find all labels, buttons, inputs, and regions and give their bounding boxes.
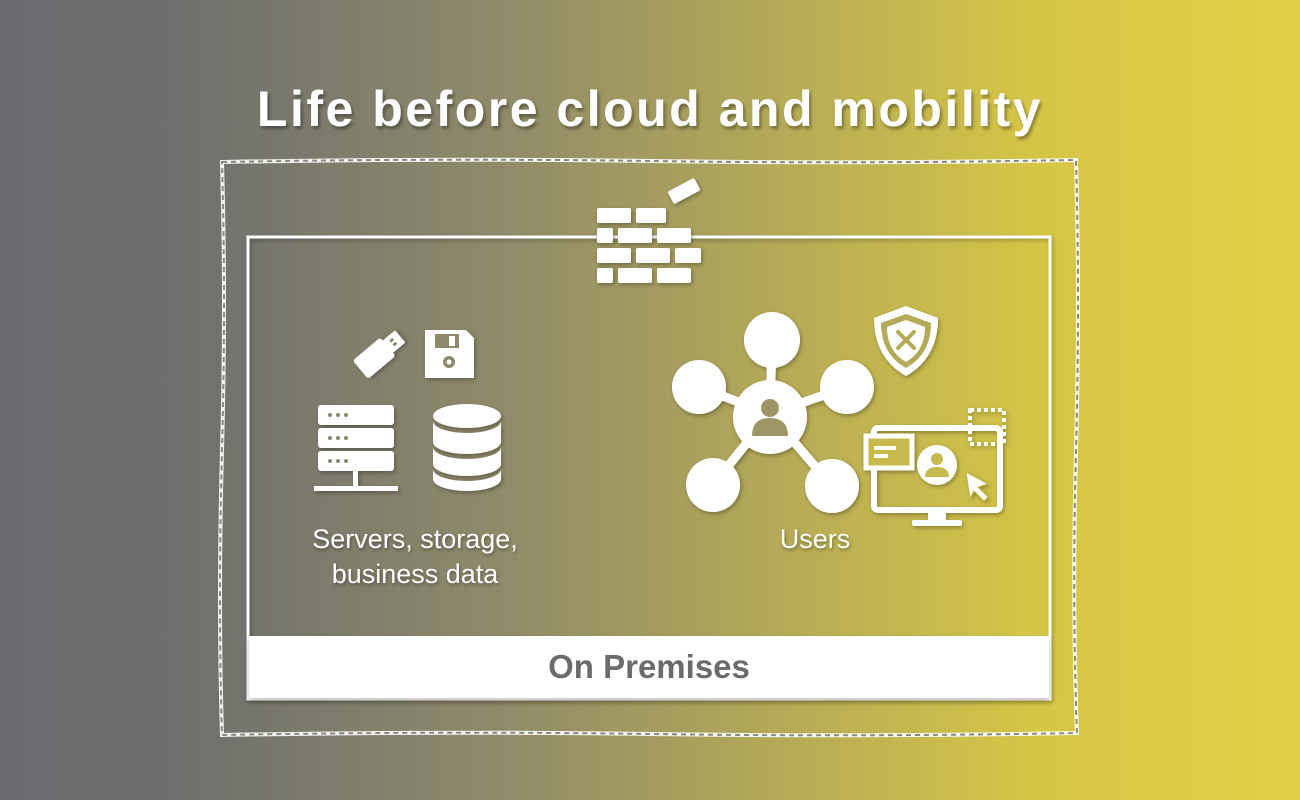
usb-drive-icon [353,330,405,378]
servers-storage-label: Servers, storage, business data [312,524,518,589]
database-icon [433,404,501,491]
on-premises-bar: On Premises [249,636,1049,698]
floppy-disk-icon [425,330,474,378]
server-rack-icon [314,405,398,491]
user-network-icon [672,312,874,513]
users-label: Users [779,524,851,554]
shield-x-icon [874,306,938,376]
outer-dashed-boundary [218,157,1080,738]
on-premises-label: On Premises [548,648,750,685]
remote-desktop-icon [863,408,1006,526]
firewall-icon [597,178,701,283]
diagram-title: Life before cloud and mobility [256,81,1044,137]
